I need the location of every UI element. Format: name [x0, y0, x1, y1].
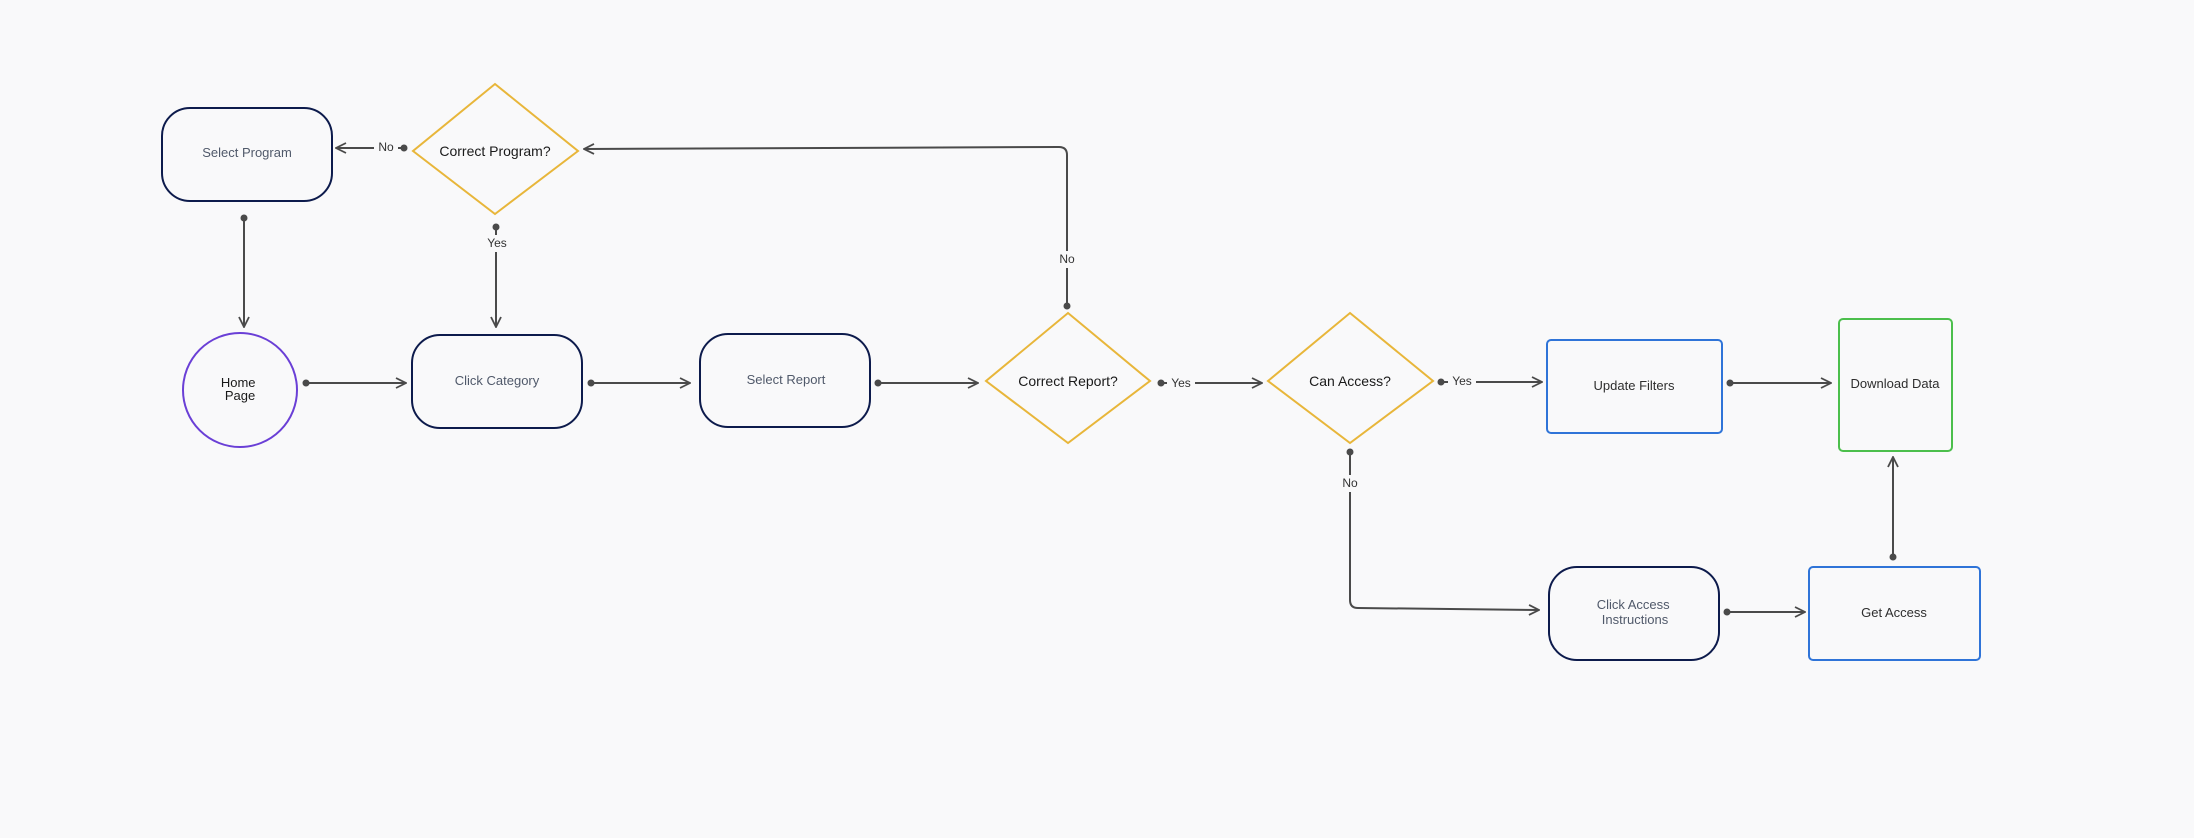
node-select-report-label: Select Report: [747, 372, 826, 387]
edge-can-access-to-click-access-instructions: [1349, 452, 1539, 610]
node-click-access-instructions-label: Click Access Instructions: [1597, 597, 1674, 627]
edges: [241, 145, 1897, 616]
node-download-data-label: Download Data: [1851, 376, 1941, 391]
edge-label-access-no: No: [1342, 476, 1358, 490]
edge-correct-report-to-correct-program: [584, 147, 1068, 306]
node-update-filters-label: Update Filters: [1594, 378, 1675, 393]
node-click-access-instructions: Click Access Instructions: [1548, 566, 1720, 661]
edge-label-access-yes: Yes: [1452, 374, 1472, 388]
node-select-program: Select Program: [161, 107, 333, 202]
edge-label-program-yes: Yes: [487, 236, 507, 250]
node-correct-report-label: Correct Report?: [1018, 373, 1118, 389]
node-click-category-label: Click Category: [455, 373, 540, 388]
node-correct-program: Correct Program?: [411, 82, 580, 216]
node-can-access: Can Access?: [1266, 311, 1435, 445]
node-click-category: Click Category: [411, 334, 583, 429]
node-get-access-label: Get Access: [1861, 605, 1927, 620]
node-get-access: Get Access: [1808, 566, 1981, 661]
node-update-filters: Update Filters: [1546, 339, 1723, 434]
node-home-page-label: Home Page: [221, 375, 259, 403]
edge-label-program-no: No: [378, 140, 394, 154]
node-correct-report: Correct Report?: [984, 311, 1152, 445]
edge-label-report-yes: Yes: [1171, 376, 1191, 390]
edge-labels: No Yes No Yes Yes No: [374, 139, 1476, 492]
node-select-program-label: Select Program: [202, 145, 292, 160]
node-can-access-label: Can Access?: [1309, 373, 1391, 389]
edge-label-report-no: No: [1059, 252, 1075, 266]
node-home-page: Home Page: [182, 332, 298, 448]
node-download-data: Download Data: [1838, 318, 1953, 452]
node-correct-program-label: Correct Program?: [439, 143, 550, 159]
node-select-report: Select Report: [699, 333, 871, 428]
